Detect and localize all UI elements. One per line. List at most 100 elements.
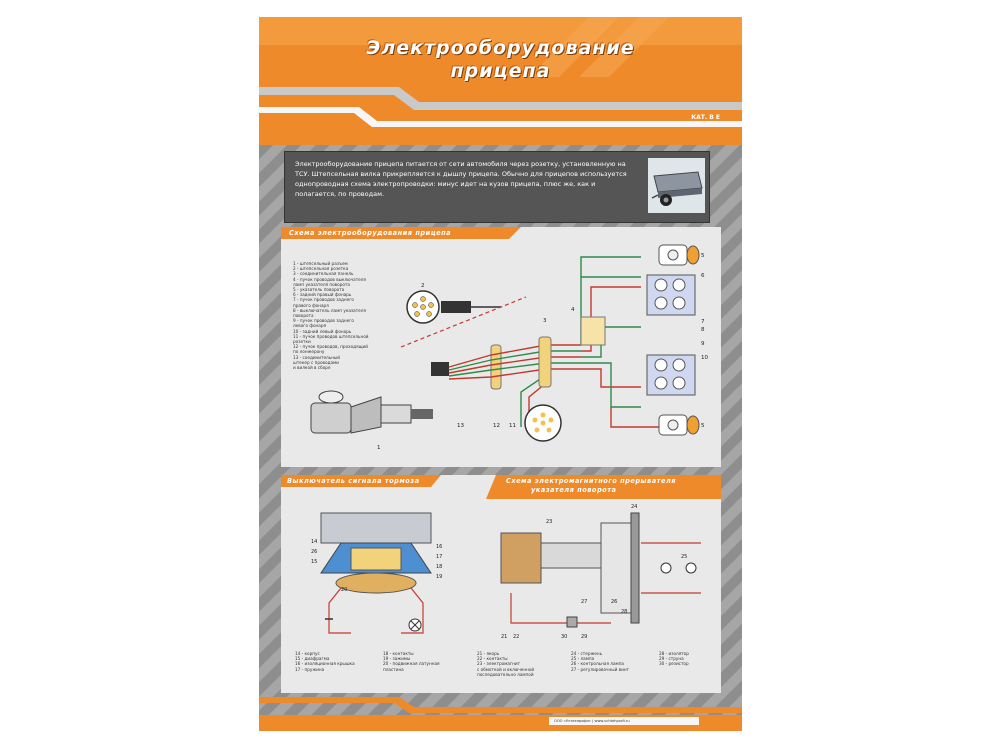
- legend1-item: 2 - штепсельная розетка: [293, 266, 349, 272]
- callout: 5: [701, 423, 705, 429]
- callout: 10: [701, 355, 708, 361]
- socket-icon: [406, 290, 440, 324]
- legend2-item: 15 - диафрагма: [295, 656, 330, 662]
- callout: 17: [436, 554, 442, 560]
- socket-icon: [524, 404, 562, 442]
- legend1-item: 6 - задний правый фонарь: [293, 292, 352, 298]
- interrupter-diagram: [500, 512, 701, 628]
- legend2-item: 30 - резистор: [659, 661, 689, 667]
- callout: 21: [501, 634, 507, 640]
- legend2-item: 16 - изоляционная крышка: [295, 661, 355, 667]
- intro-text: Электрооборудование прицепа питается от …: [295, 160, 627, 198]
- callout: 26: [611, 599, 617, 605]
- poster-title-line1: Электрооборудование: [366, 37, 635, 59]
- poster-title-line2: прицепа: [450, 60, 551, 82]
- legend2-item: последовательно лампой: [477, 671, 534, 677]
- trailer-photo: [648, 158, 705, 213]
- callout: 3: [543, 318, 547, 324]
- callout: 9: [701, 341, 705, 347]
- callout: 18: [436, 564, 442, 570]
- legend1-item: 11 - пучок проводов штепсельной: [293, 333, 369, 339]
- section2-header-bar: [281, 475, 721, 499]
- callout: 30: [561, 634, 567, 640]
- legend1-item: поворота: [293, 313, 314, 319]
- rear-left-lamp-icon: [646, 354, 696, 396]
- plug-connector-icon: [310, 390, 433, 434]
- callout: 11: [509, 423, 516, 429]
- legend1-item: 1 - штепсельный разъем: [293, 261, 348, 266]
- legend1-item: 3 - соединительная панель: [293, 271, 354, 277]
- callout: 26: [311, 549, 317, 555]
- callout: 1: [377, 445, 381, 451]
- legend2-item: 17 - пружина: [295, 666, 325, 672]
- section1-title: Схема электрооборудования прицепа: [289, 229, 452, 237]
- callout: 7: [701, 319, 705, 325]
- legend1-item: 12 - пучок проводов, проходящий: [293, 344, 368, 350]
- callout: 22: [513, 634, 519, 640]
- legend2-item: 21 - якорь: [477, 651, 500, 656]
- legend2-col5: 28 - изолятор 29 - струна 30 - резистор: [659, 651, 689, 667]
- section3-title-line1: Схема электромагнитного прерывателя: [506, 477, 677, 485]
- callout: 20: [341, 587, 347, 593]
- legend1-item: 8 - выключатель ламп указателя: [293, 307, 366, 313]
- poster-header: [259, 17, 742, 145]
- legend2-item: 26 - контрольная лампа: [571, 661, 624, 667]
- rear-right-lamp-icon: [646, 274, 696, 316]
- category-label: КАТ. В Е: [691, 114, 720, 121]
- lower-diagrams: 14 26 15 16 17 18 19 20 23 24 25 26 27 2…: [311, 504, 701, 640]
- legend1-item: и вилкой в сборе: [293, 365, 331, 371]
- poster: Электрооборудование прицепа КАТ. В Е Эле…: [259, 17, 742, 731]
- legend1-item: 4 - пучок проводов выключателя: [293, 276, 366, 282]
- legend1-item: 13 - соединительный: [293, 354, 340, 360]
- callout: 28: [621, 609, 627, 615]
- legend2-item: 14 - корпус: [295, 651, 320, 656]
- callout: 8: [701, 327, 705, 333]
- legend1-item: по лонжерону: [293, 349, 325, 355]
- legend1-item: ламп указателя поворота: [293, 281, 350, 287]
- brake-switch-diagram: [320, 512, 432, 634]
- legend2-item: пластина: [383, 666, 404, 672]
- legend2-item: 29 - струна: [659, 656, 684, 662]
- legend2-item: 28 - изолятор: [659, 651, 689, 656]
- callout: 19: [436, 574, 442, 580]
- section2-title: Выключатель сигнала тормоза: [287, 477, 420, 485]
- legend2-item: 22 - контакты: [477, 656, 508, 662]
- callout: 5: [701, 253, 705, 259]
- callout: 24: [631, 504, 637, 510]
- legend2-item: с обмоткой и включенной: [477, 666, 535, 672]
- legend2-col1: 14 - корпус 15 - диафрагма 16 - изоляцио…: [295, 651, 355, 672]
- callout: 12: [493, 423, 500, 429]
- callout: 6: [701, 273, 705, 279]
- legend2-item: 27 - регулировочный винт: [571, 666, 629, 672]
- callout: 23: [546, 519, 552, 525]
- lower-panel: Выключатель сигнала тормоза Схема электр…: [281, 475, 721, 693]
- legend2-item: 20 - подвижная латунная: [383, 661, 440, 667]
- footer-text: ООО «Учтехпрофи» | www.uchtehprofi.ru: [554, 719, 630, 723]
- header-decoration: [259, 17, 742, 127]
- legend1-item: штекер с проводами: [293, 359, 339, 365]
- legend2-item: 25 - лампа: [571, 656, 595, 662]
- legend1-item: 9 - пучок проводов заднего: [293, 318, 354, 324]
- callout: 29: [581, 634, 587, 640]
- legend2-item: 24 - стержень: [571, 651, 603, 656]
- callout: 4: [571, 307, 575, 313]
- callout: 27: [581, 599, 587, 605]
- callout: 16: [436, 544, 442, 550]
- callout: 2: [421, 283, 425, 289]
- legend1-item: правого фонаря: [293, 302, 329, 308]
- legend1-item: 7 - пучок проводов заднего: [293, 297, 354, 303]
- trailer-icon: [651, 171, 703, 206]
- callout: 14: [311, 539, 317, 545]
- section3-title-line2: указателя поворота: [531, 486, 617, 494]
- callout: 13: [457, 423, 464, 429]
- legend2-col2: 18 - контакты 19 - зажимы 20 - подвижная…: [383, 651, 440, 672]
- legend1-item: левого фонаря: [293, 323, 326, 329]
- legend1-item: розетки: [293, 339, 311, 345]
- legend1: 1 - штепсельный разъем 2 - штепсельная р…: [293, 261, 369, 370]
- legend2-item: 19 - зажимы: [383, 656, 411, 662]
- legend2-item: 18 - контакты: [383, 651, 414, 656]
- wiring-panel: Схема электрооборудования прицепа 1 - шт…: [281, 227, 721, 467]
- turn-signal-lamp-icon: [658, 414, 700, 436]
- legend1-item: 5 - указатель поворота: [293, 287, 345, 293]
- wires: [448, 256, 661, 428]
